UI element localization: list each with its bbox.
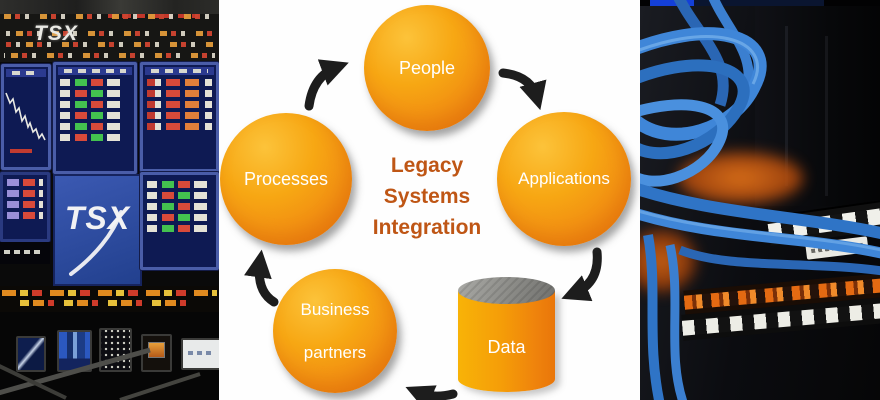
navy-strip [694, 0, 824, 6]
arrow-business-partners-to-processes [244, 249, 279, 307]
quotes-table [7, 179, 43, 235]
ticker-text-row [2, 290, 217, 296]
table-row [147, 101, 212, 108]
monitor-wall [0, 312, 219, 400]
node-people: People [364, 5, 490, 131]
blue-indicator-strip [650, 0, 694, 6]
node-label: Applications [518, 169, 610, 189]
led-ticker-row [4, 42, 215, 47]
node-data: Data [458, 291, 555, 392]
table-row [7, 212, 43, 219]
node-label: Data [487, 337, 526, 357]
node-label-line1: Business [300, 300, 370, 320]
node-label: Business partners [301, 299, 370, 363]
title-line1: Legacy [390, 154, 464, 177]
currencies-screen [140, 62, 219, 172]
table-row [60, 79, 130, 86]
table-row [147, 214, 212, 221]
ceiling-structure [0, 0, 219, 14]
table-row [60, 101, 130, 108]
table-row [7, 179, 43, 186]
screen-caption-strip [0, 242, 50, 264]
arrow-applications-to-data [561, 247, 602, 302]
table-row [7, 201, 43, 208]
legacy-systems-diagram: People Applications Processes Business p… [219, 0, 640, 400]
table-row [147, 225, 212, 232]
table-row [147, 90, 212, 97]
screen-header [145, 67, 214, 75]
table-row [7, 190, 43, 197]
title-line2: Systems [383, 185, 471, 208]
led-ticker-row [4, 14, 215, 19]
table-row [147, 123, 212, 130]
monitor [16, 336, 46, 372]
tsx-ticker-logo: TSX [34, 22, 78, 45]
arrow-data-to-business-partners [405, 385, 458, 400]
node-label: People [398, 57, 456, 78]
ticker-text-row [20, 300, 189, 306]
led-ticker-row [4, 53, 215, 58]
node-label-line2: partners [303, 342, 367, 362]
node-applications: Applications [497, 112, 631, 246]
monitor [57, 330, 92, 372]
node-label: Processes [243, 168, 329, 189]
market-line-chart [5, 92, 46, 153]
blue-cables [640, 0, 880, 400]
tsx-trading-floor-photo: TSX [0, 0, 219, 400]
node-business-partners: Business partners [273, 269, 397, 393]
diagram-title: Legacy Systems Integration [347, 150, 507, 243]
table-row [147, 79, 212, 86]
futures-panel [0, 172, 50, 242]
table-row [147, 203, 212, 210]
stock-ticker-strip [0, 286, 219, 312]
table-row [60, 90, 130, 97]
table-row [147, 112, 212, 119]
tsx-logo-swoosh [69, 210, 123, 276]
node-processes: Processes [220, 113, 352, 245]
monitor [181, 338, 219, 370]
led-ticker-board [0, 14, 219, 62]
table-row [60, 112, 130, 119]
screen-header [58, 67, 132, 75]
quotes-table [147, 79, 212, 165]
rack-top-strip [640, 0, 880, 6]
tsx-wall-panel: TSX [53, 174, 142, 286]
table-row [147, 192, 212, 199]
title-line3: Integration [372, 216, 482, 239]
table-row [147, 181, 212, 188]
quotes-table [60, 79, 130, 167]
tsx-losers-screen [53, 62, 137, 174]
floor-rails [0, 347, 201, 400]
arrow-people-to-applications [498, 68, 547, 111]
led-ticker-row [4, 31, 215, 36]
table-row [60, 123, 130, 130]
table-row [60, 134, 130, 141]
data-cylinder-top [458, 277, 555, 304]
screen-header [6, 69, 46, 77]
dow-jones-screen [1, 64, 51, 170]
indices-screen [140, 172, 219, 270]
network-cables-photo [640, 0, 880, 400]
arrow-processes-to-people [304, 59, 349, 111]
quotes-table [147, 181, 212, 263]
